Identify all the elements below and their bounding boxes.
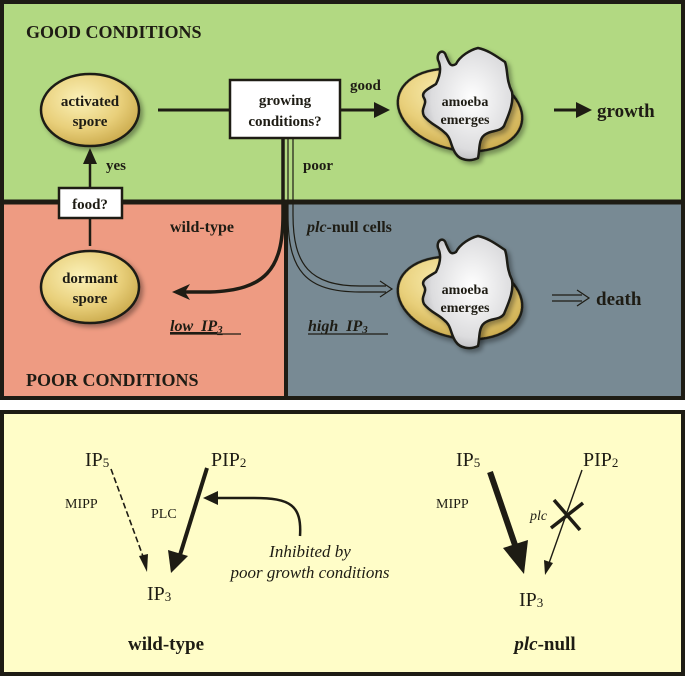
spore-shape [39,249,141,325]
plc-null-arrow-line-a [287,138,386,293]
plc-italic: plc [305,219,327,236]
plc-null-pathway: IP5 PIP2 MIPP plc IP3 plc-null [436,449,618,655]
null-pip2-subscript: 2 [612,455,619,470]
activated-spore-label-line1: activated [61,94,120,110]
growing-conditions-box [228,78,342,140]
null-cells-text: -null cells [327,219,392,236]
death-label: death [596,289,642,310]
wt-pip2-label: PIP2 [211,449,246,471]
death-arrow-head [576,289,591,307]
amoeba-null-label-line1: amoeba [442,283,489,298]
high-ip3-label: high IP3 [308,318,368,336]
yes-arrow-head [83,148,97,164]
amoeba-emerges-good: amoeba emerges [396,46,524,162]
null-pip2-text: PIP [583,449,612,471]
bottom-panel-border [0,410,685,676]
plc-null-arrow-head [379,280,394,298]
wt-inhibited-label-line2: poor growth conditions [230,563,390,582]
good-arrow-head [374,102,390,118]
wt-inhibition-arrow-head [203,491,218,505]
null-plc-arrow-head [544,560,553,575]
amoeba-shape [421,234,514,350]
good-conditions-title: GOOD CONDITIONS [26,22,202,42]
null-mipp-label: MIPP [436,497,469,512]
wt-inhibition-arrow [214,496,302,537]
dormant-spore-label-line2: spore [73,291,108,307]
yes-label: yes [106,158,126,174]
amoeba-shape [421,46,514,162]
activated-spore: activated spore [39,72,141,148]
top-panel [0,0,685,400]
null-mipp-arrow-head [503,540,528,574]
null-ip3-subscript: 3 [537,595,544,610]
wt-inhibited-label-line1: Inhibited by [268,542,351,561]
null-title: plc-null [512,634,575,655]
null-ip5-text: IP [456,449,474,471]
wt-mipp-arrow-dashed [110,468,145,560]
plc-null-cells-label: plc-null cells [305,219,392,236]
bottom-panel [0,410,685,676]
wt-title: wild-type [128,634,204,655]
null-pip2-label: PIP2 [583,449,618,471]
plc-null-arrow-line-b [292,138,386,287]
wt-pip2-subscript: 2 [240,455,247,470]
low-ip3-label: low IP3 [170,318,223,336]
growth-arrow-head [576,102,592,118]
growth-label: growth [597,101,655,122]
null-mipp-arrow [487,471,518,546]
wildtype-arrow-head [172,284,190,300]
wt-ip5-label: IP5 [85,449,109,471]
wt-ip5-text: IP [85,449,103,471]
poor-conditions-title: POOR CONDITIONS [26,370,199,390]
low-ip3-text: low IP [170,318,217,335]
food-decision-box [57,186,124,220]
amoeba-null-label-line2: emerges [441,301,491,316]
wt-pip2-text: PIP [211,449,240,471]
amoeba-good-label-line2: emerges [441,113,491,128]
null-block-x-line2 [549,501,585,530]
null-title-italic: plc [512,634,538,655]
wt-ip3-subscript: 3 [165,589,172,604]
wt-plc-arrow [178,467,209,556]
null-plc-label: plc [529,509,548,524]
dormant-spore-label-line1: dormant [62,271,118,287]
wt-plc-arrow-head [168,550,188,573]
growing-conditions-label-line1: growing [259,93,312,109]
wild-type-label: wild-type [170,219,234,236]
dormant-spore: dormant spore [39,249,141,325]
null-ip3-text: IP [519,589,537,611]
low-ip3-subscript: 3 [216,324,223,336]
good-label: good [350,78,382,94]
wildtype-low-ip3-arrow [185,138,285,294]
null-ip3-label: IP3 [519,589,543,611]
poor-label: poor [303,158,333,174]
activated-spore-label-line2: spore [73,114,108,130]
amoeba-emerges-null: amoeba emerges [396,234,524,350]
wt-mipp-arrow-head [139,554,148,572]
growing-conditions-label-line2: conditions? [248,114,321,130]
high-ip3-subscript: 3 [361,324,368,336]
amoeba-good-label-line1: amoeba [442,95,489,110]
spore-shape [39,72,141,148]
food-decision-label: food? [72,197,108,213]
wt-plc-label: PLC [151,507,177,522]
wt-ip5-subscript: 5 [103,455,110,470]
wt-mipp-label: MIPP [65,497,98,512]
null-ip5-label: IP5 [456,449,480,471]
wt-ip3-text: IP [147,583,165,605]
null-title-rest: -null [538,634,576,655]
wildtype-pathway: IP5 PIP2 MIPP PLC Inhibited by poor grow… [65,449,390,655]
high-ip3-text: high IP [308,318,362,335]
wt-ip3-label: IP3 [147,583,171,605]
null-ip5-subscript: 5 [474,455,481,470]
